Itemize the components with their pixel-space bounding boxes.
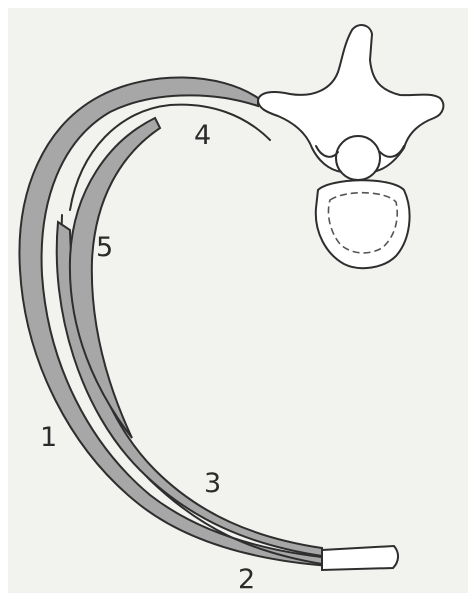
costal-cartilage bbox=[322, 546, 398, 570]
label-2: 2 bbox=[238, 564, 255, 595]
label-1: 1 bbox=[40, 422, 57, 453]
label-4: 4 bbox=[194, 120, 211, 151]
label-5: 5 bbox=[96, 232, 113, 263]
label-3: 3 bbox=[204, 468, 221, 499]
vertebral-canal bbox=[336, 136, 380, 180]
